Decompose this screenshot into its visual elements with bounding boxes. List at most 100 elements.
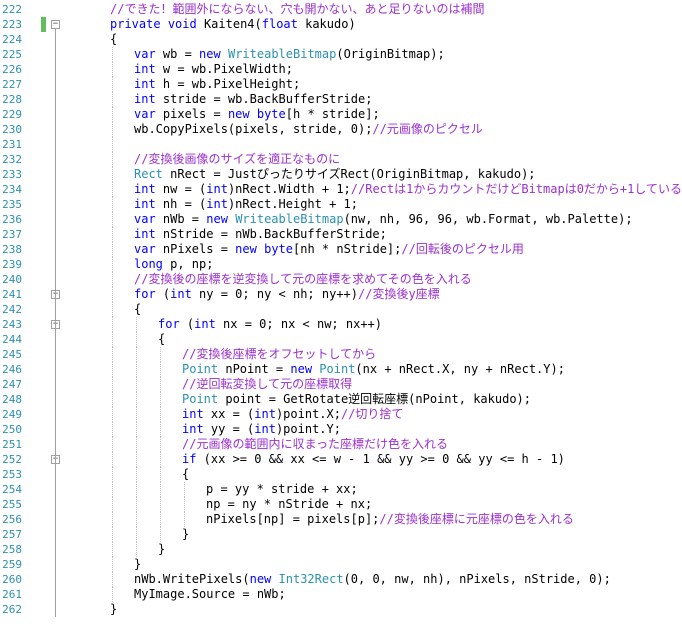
indent-guide xyxy=(112,242,113,257)
indent-guide xyxy=(160,482,161,497)
indent-guide xyxy=(136,392,137,407)
code-text: } xyxy=(110,602,117,617)
code-keyword: int xyxy=(206,197,228,211)
code-token: (OriginBitmap); xyxy=(336,47,445,61)
code-text: nWb.WritePixels(new Int32Rect(0, 0, nw, … xyxy=(134,572,611,587)
code-keyword: float xyxy=(261,17,298,31)
code-keyword: for xyxy=(158,317,180,331)
code-line[interactable]: 244{ xyxy=(0,332,640,347)
code-text: p = yy * stride + xx; xyxy=(206,482,358,497)
indent-guide xyxy=(160,347,161,362)
code-line[interactable]: 224 { xyxy=(0,32,640,47)
code-line[interactable]: 259} xyxy=(0,557,640,572)
fold-gutter-line xyxy=(55,29,56,617)
indent-guide xyxy=(136,332,137,347)
indent-guide xyxy=(136,542,137,557)
line-number: 257 xyxy=(2,528,22,541)
code-text: //逆回転変換して元の座標取得 xyxy=(182,377,352,392)
code-token: { xyxy=(182,467,190,481)
code-type: WriteableBitmap xyxy=(235,212,344,226)
code-keyword: int xyxy=(134,182,156,196)
line-number: 222 xyxy=(2,3,22,16)
code-token: nw = ( xyxy=(155,182,207,196)
code-text: nPixels[np] = pixels[p];//変換後座標に元座標の色を入れ… xyxy=(206,512,574,527)
code-text: { xyxy=(110,32,117,47)
code-text: Point point = GetRotate逆回転座標(nPoint, kak… xyxy=(182,392,531,407)
code-keyword: private xyxy=(110,17,161,31)
code-token: )point.Y; xyxy=(275,422,341,436)
line-number: 251 xyxy=(2,438,22,451)
code-line[interactable]: 242{ xyxy=(0,302,640,317)
indent-guide xyxy=(112,212,113,227)
code-line[interactable]: 262} xyxy=(0,602,640,617)
line-number: 232 xyxy=(2,153,22,166)
code-line[interactable]: 258} xyxy=(0,542,640,557)
indent-guide xyxy=(112,152,113,167)
indent-guide xyxy=(136,317,137,332)
code-comment: //切り捨て xyxy=(340,407,404,421)
code-line[interactable]: 252−if (xx >= 0 && xx <= w - 1 && yy >= … xyxy=(0,452,640,467)
code-keyword: var xyxy=(134,107,156,121)
indent-guide xyxy=(112,497,113,512)
code-token: (0, 0, nw, nh), nPixels, nStride, 0); xyxy=(343,572,611,586)
collapse-icon[interactable]: − xyxy=(51,19,60,29)
code-comment: //回転後のピクセル用 xyxy=(401,242,524,256)
code-token: { xyxy=(158,332,166,346)
indent-guide xyxy=(112,332,113,347)
code-line[interactable]: 241−for (int ny = 0; ny < nh; ny++)//変換後… xyxy=(0,287,640,302)
code-line[interactable]: 257} xyxy=(0,527,640,542)
line-number: 223 xyxy=(2,18,22,31)
code-line[interactable]: 232//変換後画像のサイズを適正なものに xyxy=(0,152,640,167)
code-line[interactable]: 253{ xyxy=(0,467,640,482)
indent-guide xyxy=(136,422,137,437)
indent-guide xyxy=(112,452,113,467)
code-line[interactable]: 231 xyxy=(0,137,640,152)
code-text: //できた！範囲外にならない、穴も開かない、あと足りないのは補間 xyxy=(110,2,484,17)
indent-guide xyxy=(160,422,161,437)
code-token: yy = ( xyxy=(203,422,255,436)
code-token: } xyxy=(134,557,142,571)
code-line[interactable]: 245//変換後座標をオフセットしてから xyxy=(0,347,640,362)
code-line[interactable]: 251//元画像の範囲内に収まった座標だけ色を入れる xyxy=(0,437,640,452)
code-line[interactable]: 222 //できた！範囲外にならない、穴も開かない、あと足りないのは補間 xyxy=(0,2,640,17)
code-token: } xyxy=(110,602,118,616)
line-number: 224 xyxy=(2,33,22,46)
indent-guide xyxy=(112,47,113,62)
line-number: 245 xyxy=(2,348,22,361)
code-line[interactable]: 243−for (int nx = 0; nx < nw; nx++) xyxy=(0,317,640,332)
line-number: 260 xyxy=(2,573,22,586)
line-number: 234 xyxy=(2,183,22,196)
code-token: w = wb.PixelWidth; xyxy=(155,62,293,76)
indent-guide xyxy=(112,512,113,527)
code-line[interactable]: 260 nWb.WritePixels(new Int32Rect(0, 0, n… xyxy=(0,572,640,587)
code-keyword: if xyxy=(182,452,197,466)
code-text: int nStride = nWb.BackBufferStride; xyxy=(134,227,387,242)
code-text: var wb = new WriteableBitmap(OriginBitma… xyxy=(134,47,445,62)
code-line[interactable]: 223−private void Kaiten4(float kakudo) xyxy=(0,17,640,32)
code-line[interactable]: 240//変換後の座標を逆変換して元の座標を求めてその色を入れる xyxy=(0,272,640,287)
code-line[interactable]: 247//逆回転変換して元の座標取得 xyxy=(0,377,640,392)
code-token: nx = 0; nx < nw; nx++) xyxy=(215,317,382,331)
